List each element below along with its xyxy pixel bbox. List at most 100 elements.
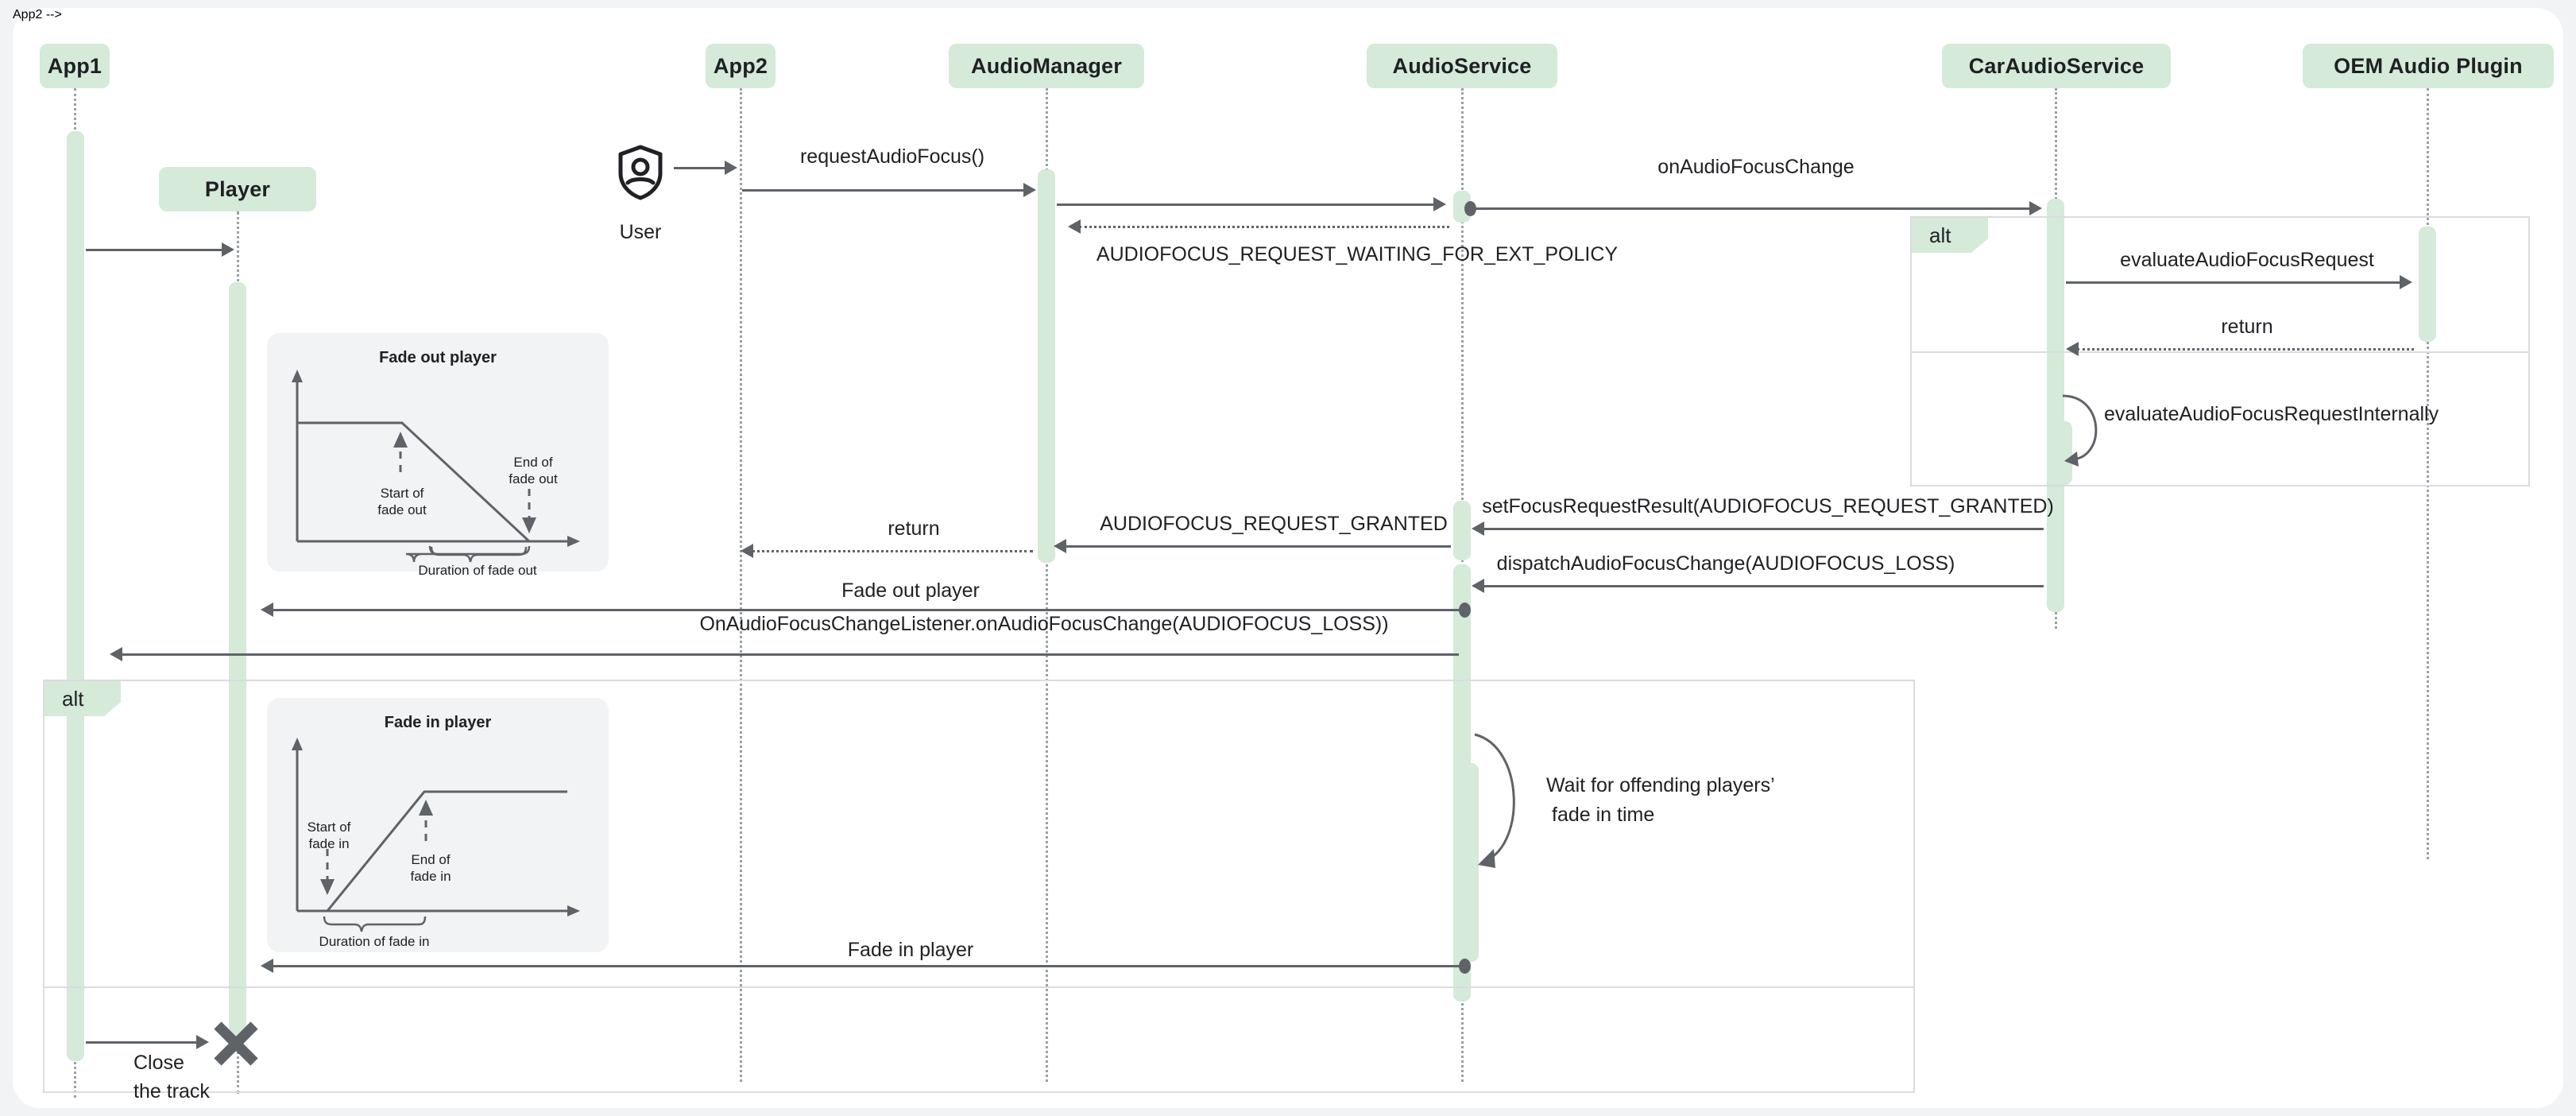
lifeline-app2: [740, 88, 742, 1082]
self-message-arc-caraudioservice: [2060, 391, 2128, 471]
message-app1-to-player: [86, 249, 222, 251]
fade-in-start-label-1: Start of: [307, 820, 351, 835]
diagram-canvas: App1 Player App2 AudioManager AudioServi…: [13, 8, 2563, 1108]
message-label-waiting-for-ext-policy: AUDIOFOCUS_REQUEST_WAITING_FOR_EXT_POLIC…: [1096, 243, 1619, 265]
message-audioservice-to-caraudioservice-arrowhead: [2029, 201, 2042, 215]
activation-oemplugin: [2419, 227, 2436, 342]
fade-in-duration-label: Duration of fade in: [319, 934, 430, 949]
activation-app1: [67, 131, 84, 1061]
fade-out-player-card: Fade out player Start of: [267, 333, 609, 578]
fade-in-card-title: Fade in player: [384, 714, 492, 731]
participant-app2[interactable]: App2: [706, 44, 776, 88]
participant-audiomanager[interactable]: AudioManager: [949, 44, 1144, 88]
message-audioservice-to-audiomanager-granted: [1065, 545, 1451, 548]
participant-app1-label: App1: [47, 53, 102, 78]
participant-oemplugin-label: OEM Audio Plugin: [2334, 53, 2523, 78]
message-app1-to-player-close: [86, 1041, 197, 1044]
message-caraudioservice-to-oemplugin-arrowhead: [2400, 275, 2412, 289]
actor-user-label: User: [619, 221, 662, 243]
destroy-x-icon: [211, 1019, 261, 1068]
message-caraudioservice-to-audioservice-dispatch-arrowhead: [1472, 579, 1484, 593]
message-label-audiofocus-request-granted: AUDIOFOCUS_REQUEST_GRANTED: [1100, 513, 1448, 535]
fade-in-end-label-1: End of: [411, 852, 451, 867]
message-origin-dot-fade-out: [1459, 603, 1471, 618]
message-audioservice-to-app1-listener-arrowhead: [110, 647, 122, 661]
message-caraudioservice-to-audioservice-result-arrowhead: [1472, 521, 1484, 536]
alt-label-text: alt: [1929, 223, 1951, 247]
message-app2-to-audiomanager: [742, 189, 1025, 192]
message-label-close-line2: the track: [133, 1080, 210, 1102]
message-label-wait-line1: Wait for offending players’: [1546, 774, 1775, 796]
fade-out-start-label-1: Start of: [380, 486, 424, 501]
fade-out-end-label-1: End of: [513, 455, 553, 470]
alt-fragment-right-divider: [1910, 351, 2530, 353]
alt-fragment-right-label: alt: [1912, 218, 1988, 253]
fade-in-chart-svg: [292, 738, 580, 932]
message-audioservice-to-player-fadein: [272, 965, 1460, 967]
activation-player: [229, 282, 246, 1037]
activation-audiomanager: [1038, 169, 1055, 563]
message-audioservice-to-audiomanager-waiting: [1079, 226, 1449, 228]
message-audioservice-to-player-fadein-arrowhead: [261, 959, 273, 973]
message-label-dispatch-audio-focus-change: dispatchAudioFocusChange(AUDIOFOCUS_LOSS…: [1496, 552, 1955, 575]
fade-in-player-card: Fade in player Start of fade i: [267, 698, 609, 952]
message-origin-dot-audioservice: [1464, 201, 1476, 216]
activation-audioservice-2: [1453, 501, 1471, 560]
message-label-return-audiomanager: return: [888, 517, 940, 540]
message-label-return-oem: return: [2221, 316, 2273, 338]
alt-fragment-left-divider: [43, 986, 1915, 988]
participant-caraudioservice-label: CarAudioService: [1968, 53, 2145, 78]
message-audiomanager-to-app2-return-arrowhead: [741, 544, 753, 558]
fade-out-end-label-2: fade out: [509, 471, 558, 486]
fade-in-end-label-2: fade in: [410, 869, 451, 884]
message-user-to-app2-arrowhead: [725, 161, 737, 175]
message-audioservice-to-caraudioservice: [1473, 207, 2031, 210]
self-message-arc-audioservice: [1470, 730, 1546, 873]
message-label-close-line1: Close: [133, 1052, 184, 1074]
message-audiomanager-to-audioservice-arrowhead: [1433, 197, 1446, 211]
message-audioservice-to-audiomanager-granted-arrowhead: [1054, 539, 1066, 553]
participant-app1[interactable]: App1: [40, 44, 110, 88]
message-audiomanager-to-app2-return: [752, 550, 1033, 552]
message-oemplugin-to-caraudioservice-arrowhead: [2066, 342, 2079, 356]
message-audioservice-to-audiomanager-waiting-arrowhead: [1068, 219, 1081, 234]
participant-oemplugin[interactable]: OEM Audio Plugin: [2303, 44, 2554, 88]
message-user-to-app2: [674, 167, 726, 169]
participant-caraudioservice[interactable]: CarAudioService: [1942, 44, 2171, 88]
alt-fragment-left-label: alt: [44, 681, 121, 716]
lifeline-oemplugin: [2427, 88, 2429, 859]
message-oemplugin-to-caraudioservice: [2077, 348, 2414, 351]
participant-app2-label: App2: [713, 53, 768, 78]
activation-caraudioservice-nested: [2055, 421, 2072, 485]
alt-fragment-left: [43, 680, 1915, 1093]
participant-player-label: Player: [204, 176, 271, 201]
activation-caraudioservice: [2047, 199, 2064, 612]
lifeline-audiomanager: [1046, 88, 1048, 1082]
fade-out-start-label-2: fade out: [377, 502, 427, 517]
message-app1-to-player-arrowhead: [222, 242, 234, 257]
message-audiomanager-to-audioservice: [1057, 203, 1435, 206]
participant-audioservice[interactable]: AudioService: [1367, 44, 1557, 88]
message-origin-dot-fade-in: [1459, 959, 1471, 974]
message-caraudioservice-to-audioservice-dispatch: [1483, 585, 2044, 587]
participant-player[interactable]: Player: [159, 167, 316, 211]
message-audioservice-to-player-fadeout: [272, 609, 1460, 611]
message-label-evaluate-audio-focus-request: evaluateAudioFocusRequest: [2120, 249, 2374, 271]
fade-in-start-label-2: fade in: [308, 836, 350, 851]
message-caraudioservice-to-oemplugin: [2066, 281, 2401, 284]
message-label-request-audio-focus: requestAudioFocus(): [799, 145, 985, 168]
message-label-on-audio-focus-change: onAudioFocusChange: [1657, 156, 1855, 178]
fade-out-card-title: Fade out player: [379, 349, 497, 366]
message-caraudioservice-to-audioservice-result: [1483, 528, 2044, 530]
fade-out-chart-svg: [292, 370, 580, 563]
participant-audiomanager-label: AudioManager: [971, 53, 1122, 78]
message-label-wait-line2: fade in time: [1552, 804, 1655, 826]
message-label-evaluate-internally: evaluateAudioFocusRequestInternally: [2104, 403, 2439, 425]
alt-label-text-2: alt: [62, 686, 84, 711]
message-label-fade-out-player: Fade out player: [841, 579, 980, 602]
message-label-fade-in-player: Fade in player: [847, 939, 974, 961]
message-label-set-focus-request-result: setFocusRequestResult(AUDIOFOCUS_REQUEST…: [1482, 495, 2054, 517]
activation-audioservice-nested: [1461, 763, 1479, 962]
message-audioservice-to-app1-listener: [121, 653, 1459, 656]
